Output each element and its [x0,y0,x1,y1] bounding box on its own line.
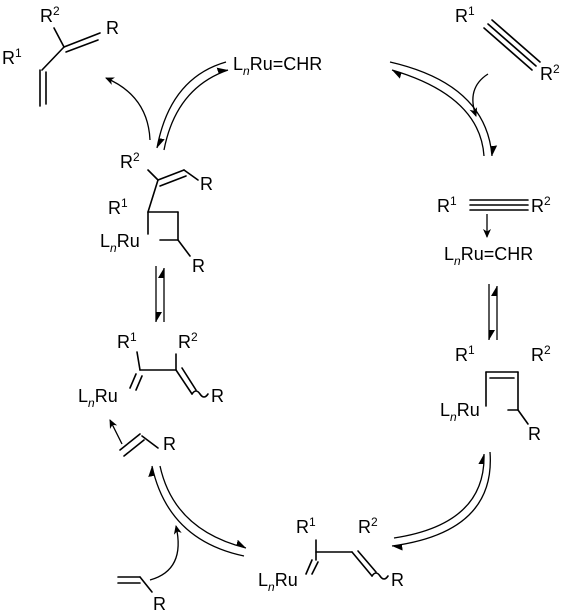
r-label: R [192,256,205,276]
catalyst-label: LnRu=CHR [444,244,533,268]
r1-label: R1 [455,343,475,365]
bond [63,32,101,48]
cycle-arrow [393,453,485,539]
bond [491,19,541,63]
r2-label: R2 [540,62,560,84]
bond [123,439,145,457]
bond [65,39,99,53]
r1-label: R1 [455,4,475,26]
left-equilibrium [155,266,165,322]
wavy-bond [191,390,209,398]
r-label: R [528,424,541,444]
r1-label: R1 [108,196,128,218]
catalyst-top: LnRu=CHR [233,54,322,78]
r2-label: R2 [531,343,551,365]
r-label: R [106,18,119,38]
bond [183,169,199,181]
cycle-arrow [159,465,247,549]
bond [517,409,529,425]
r1-label: R1 [437,194,457,216]
cycle-arrows [105,61,498,581]
entry-arrow [149,525,182,581]
r-label: R [200,174,213,194]
r2-label: R2 [178,330,198,352]
cycle-arrow [389,61,498,157]
r2-label: R2 [358,515,378,537]
vinyl-carbene-left: R1 R2 LnRu R [78,330,224,410]
bond [139,576,153,593]
release-arrow [109,419,123,445]
bond [147,179,159,213]
bond [357,550,377,573]
ru-label: LnRu [440,400,480,424]
bond [147,169,159,181]
bond [311,561,319,575]
r-label: R [163,434,176,454]
entry-arrow [469,73,489,117]
catalyst-label: LnRu=CHR [233,54,322,78]
alkyne-reagent: R1 R2 [455,4,560,84]
cycle-arrow [391,451,491,551]
bond [175,369,193,395]
r-label: R [391,570,404,590]
ru-label: LnRu [100,231,140,255]
bond [177,239,191,257]
diene-product: R2 R R1 [2,4,119,107]
ru-label: LnRu [78,386,118,410]
bond [483,27,533,71]
r-label: R [153,594,166,614]
r2-label: R2 [120,150,140,172]
r1-label: R1 [117,330,137,352]
ruthenacyclobutane: R2 R R1 LnRu R [100,150,213,276]
r2-label: R2 [531,194,551,216]
cycle-arrow [148,465,245,557]
ru-label: LnRu [258,570,298,594]
alkyne-complex: R1 R2 LnRu=CHR [437,194,551,268]
bond [159,175,187,187]
r1-label: R1 [296,515,316,537]
bond [136,351,141,371]
right-equilibrium [488,284,498,340]
wavy-bond [371,572,389,580]
bond [181,367,197,391]
bond [53,27,65,48]
cycle-arrow [156,61,227,149]
bond [351,551,373,577]
alkene-reagent: R [117,576,166,614]
cycle-arrow [163,67,229,151]
r1-label: R1 [2,46,22,68]
bond [157,169,185,181]
bond [305,559,313,575]
release-arrow [105,77,151,141]
ruthenacyclobutene: R1 R2 LnRu R [440,343,551,444]
vinyl-carbene-bottom: R1 R2 LnRu R [258,515,404,594]
bond [129,373,137,389]
bond [141,435,159,449]
r-label: R [211,386,224,406]
bond [119,433,141,451]
bond [135,375,143,391]
cycle-arrow [391,69,485,157]
bond [41,46,65,71]
bond [487,23,537,67]
alkene-left: R [119,433,176,457]
r2-label: R2 [40,4,60,26]
